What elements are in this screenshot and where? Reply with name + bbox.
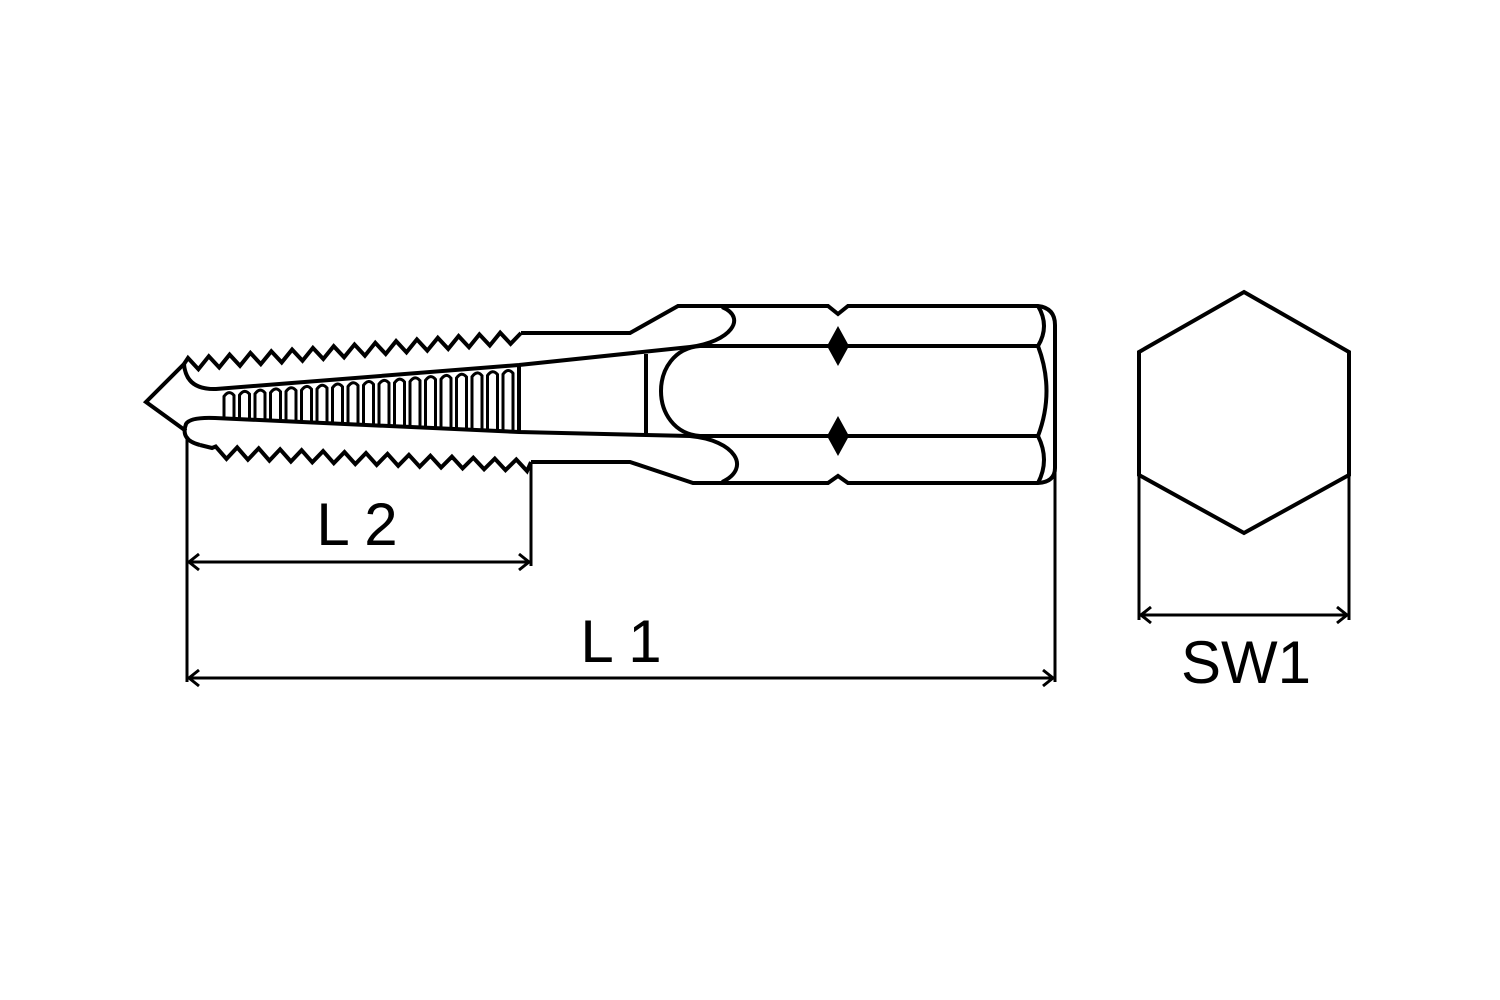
- upper-neck-outline: [521, 304, 1057, 485]
- sw1-label: SW1: [1181, 629, 1311, 696]
- flute-rib: [501, 369, 515, 432]
- tap-side-view: [142, 304, 1057, 485]
- flute-rib: [346, 381, 360, 425]
- flute-ribs: [222, 369, 515, 432]
- lower-thread-teeth: [199, 443, 533, 475]
- dimension-lines: L 2 L 1: [185, 436, 1057, 688]
- sw1-arrow: [1138, 605, 1350, 625]
- flute-rib: [253, 388, 267, 420]
- flute-rib: [331, 382, 344, 424]
- l2-label: L 2: [316, 491, 397, 558]
- flute-rib: [486, 370, 499, 431]
- l2-arrow: [186, 552, 532, 572]
- flute-rib: [377, 378, 391, 426]
- flute-rib: [408, 376, 422, 427]
- tap-tip: [142, 362, 188, 433]
- flute-rib: [222, 391, 236, 419]
- flute-rib: [284, 386, 298, 422]
- l1-label: L 1: [580, 608, 661, 675]
- sw1-extension-lines: [1137, 475, 1351, 620]
- flute-rib: [393, 377, 406, 427]
- flute-rib: [238, 389, 251, 420]
- flute-rib: [470, 371, 484, 430]
- flute-rib: [300, 384, 313, 422]
- flute-rib: [315, 383, 329, 423]
- hexagon-outline: [1137, 289, 1351, 536]
- flute-rib: [439, 373, 453, 429]
- upper-thread-teeth: [182, 329, 523, 373]
- hex-flat-edge: [700, 344, 1038, 438]
- lower-flute-edge: [182, 415, 739, 484]
- marker-diamond-upper: [827, 326, 849, 366]
- l1-arrow: [186, 668, 1056, 688]
- flute-rib: [455, 372, 468, 430]
- marker-diamond-lower: [827, 416, 849, 456]
- hex-u-curve: [659, 344, 701, 438]
- flute-rib: [269, 387, 282, 421]
- flute-rib: [362, 380, 375, 425]
- hex-end-arcs: [1035, 304, 1049, 484]
- flute-rib: [424, 375, 437, 428]
- hex-end-view: SW1: [1137, 289, 1351, 696]
